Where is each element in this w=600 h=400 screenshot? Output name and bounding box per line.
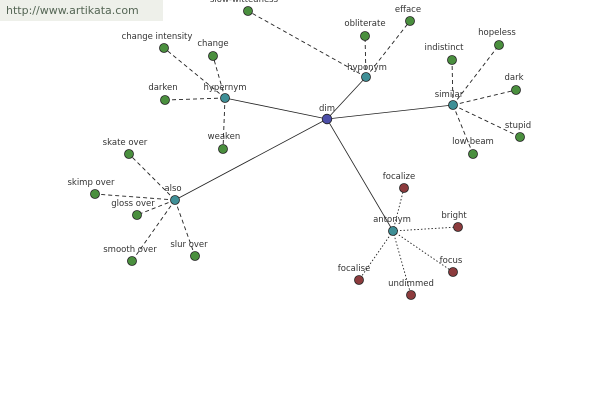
edge-hypernym-weaken (222, 97, 226, 150)
word-change-node[interactable] (208, 51, 218, 61)
relation-hyponym-label[interactable]: hyponym (347, 63, 387, 73)
relation-antonym-node[interactable] (388, 226, 398, 236)
edge-dim-also (174, 118, 328, 201)
edge-hyponym-slow-wittedness (247, 10, 367, 78)
word-low-beam-node[interactable] (468, 149, 478, 159)
relation-hypernym-node[interactable] (220, 93, 230, 103)
word-hopeless-node[interactable] (494, 40, 504, 50)
site-url-link[interactable]: http://www.artikata.com (0, 0, 163, 21)
word-indistinct-node[interactable] (447, 55, 457, 65)
edge-hyponym-efface (365, 20, 411, 78)
edge-antonym-undimmed (392, 230, 412, 296)
edge-dim-similar (326, 104, 454, 120)
relation-also-node[interactable] (170, 195, 180, 205)
edge-also-smooth-over (131, 199, 176, 262)
word-skate-over-node[interactable] (124, 149, 134, 159)
edge-antonym-focalize (392, 187, 405, 232)
word-skimp-over-label[interactable]: skimp over (67, 178, 115, 188)
word-stupid-label[interactable]: stupid (505, 121, 531, 131)
edge-also-skate-over (128, 153, 176, 201)
word-bright-label[interactable]: bright (441, 211, 467, 221)
relation-similar-node[interactable] (448, 100, 458, 110)
word-obliterate-label[interactable]: obliterate (344, 19, 385, 29)
edge-antonym-bright (392, 226, 459, 232)
relation-hyponym-node[interactable] (361, 72, 371, 82)
word-slur-over-node[interactable] (190, 251, 200, 261)
word-darken-node[interactable] (160, 95, 170, 105)
edge-similar-dark (452, 89, 517, 106)
word-dark-node[interactable] (511, 85, 521, 95)
word-smooth-over-label[interactable]: smooth over (103, 245, 157, 255)
word-weaken-label[interactable]: weaken (208, 132, 241, 142)
word-skimp-over-node[interactable] (90, 189, 100, 199)
word-change-label[interactable]: change (197, 39, 228, 49)
word-skate-over-label[interactable]: skate over (103, 138, 148, 148)
word-efface-node[interactable] (405, 16, 415, 26)
edge-similar-hopeless (452, 44, 500, 106)
word-stupid-node[interactable] (515, 132, 525, 142)
word-gloss-over-node[interactable] (132, 210, 142, 220)
word-bright-node[interactable] (453, 222, 463, 232)
word-weaken-node[interactable] (218, 144, 228, 154)
word-dark-label[interactable]: dark (504, 73, 523, 83)
word-indistinct-label[interactable]: indistinct (424, 43, 464, 53)
word-hopeless-label[interactable]: hopeless (478, 28, 516, 38)
relation-antonym-label[interactable]: antonym (373, 215, 411, 225)
word-smooth-over-node[interactable] (127, 256, 137, 266)
relation-also-label[interactable]: also (164, 184, 181, 194)
word-low-beam-label[interactable]: low-beam (452, 137, 494, 147)
word-efface-label[interactable]: efface (395, 5, 421, 15)
word-slow-wittedness-label[interactable]: slow-wittedness (210, 0, 279, 5)
word-focalize-label[interactable]: focalize (383, 172, 416, 182)
edge-also-slur-over (174, 199, 196, 257)
edge-also-skimp-over (94, 193, 176, 201)
word-change-intensity-label[interactable]: change intensity (122, 32, 193, 42)
word-focalise-node[interactable] (354, 275, 364, 285)
center-dim-label[interactable]: dim (319, 104, 335, 114)
word-undimmed-node[interactable] (406, 290, 416, 300)
word-slow-wittedness-node[interactable] (243, 6, 253, 16)
edge-similar-indistinct (451, 59, 454, 106)
word-change-intensity-node[interactable] (159, 43, 169, 53)
center-dim-node[interactable] (321, 113, 333, 125)
word-focalize-node[interactable] (399, 183, 409, 193)
word-undimmed-label[interactable]: undimmed (388, 279, 434, 289)
edge-dim-hypernym (224, 97, 328, 120)
edge-dim-antonym (326, 118, 394, 232)
edge-hypernym-change (212, 55, 226, 99)
edge-hypernym-darken (164, 97, 226, 101)
edge-dim-hyponym (326, 76, 367, 120)
relation-similar-label[interactable]: similar (435, 90, 464, 100)
word-focalise-label[interactable]: focalise (338, 264, 370, 274)
edge-antonym-focalise (358, 230, 394, 281)
word-obliterate-node[interactable] (360, 31, 370, 41)
edge-antonym-focus (392, 230, 454, 273)
word-slur-over-label[interactable]: slur over (170, 240, 208, 250)
word-focus-node[interactable] (448, 267, 458, 277)
edge-similar-low-beam (452, 104, 474, 155)
edge-hypernym-change-intensity (163, 47, 226, 99)
word-gloss-over-label[interactable]: gloss over (111, 199, 155, 209)
word-focus-label[interactable]: focus (440, 256, 463, 266)
edge-similar-stupid (452, 104, 521, 138)
word-darken-label[interactable]: darken (148, 83, 177, 93)
relation-hypernym-label[interactable]: hypernym (203, 83, 246, 93)
